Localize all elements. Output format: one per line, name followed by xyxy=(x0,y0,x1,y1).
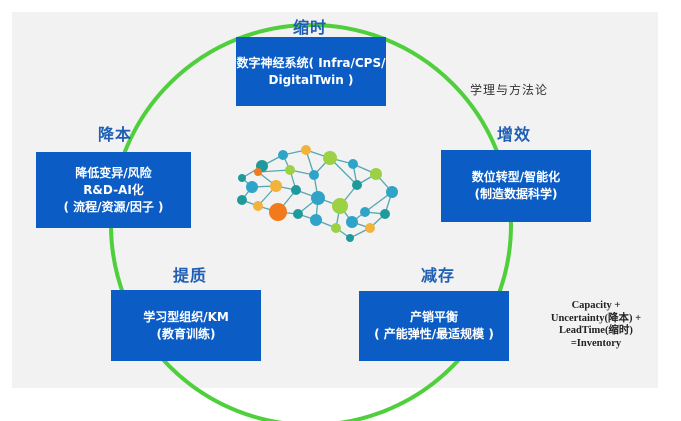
stage-label-left: 降本 xyxy=(98,125,133,144)
brain-network-node xyxy=(346,216,358,228)
brain-network-node xyxy=(237,195,247,205)
brain-network-node xyxy=(246,181,258,193)
box-production-balance: 产销平衡 ( 产能弹性/最适规模 ) xyxy=(359,291,509,361)
stage-label-top: 缩时 xyxy=(293,18,328,37)
brain-network-node xyxy=(291,185,301,195)
formula-line: Capacity + xyxy=(571,300,621,311)
box-reduce-variance: 降低变异/风险 R&D-AI化 ( 流程/资源/因子 ) xyxy=(36,152,191,228)
brain-network-node xyxy=(386,186,398,198)
box-digital-transformation: 数位转型/智能化 (制造数据科学) xyxy=(441,150,591,222)
brain-network-node xyxy=(278,150,288,160)
brain-network-node xyxy=(293,209,303,219)
box-line: ( 流程/资源/因子 ) xyxy=(63,199,164,214)
brain-network-node xyxy=(270,180,282,192)
box-line: ( 产能弹性/最适规模 ) xyxy=(374,327,494,341)
formula-line: Uncertainty(降本) + xyxy=(550,312,642,324)
brain-network-node xyxy=(311,191,325,205)
brain-network-node xyxy=(348,159,358,169)
box-line: 数字神经系统( Infra/CPS/ xyxy=(236,55,386,70)
brain-network-node xyxy=(346,234,354,242)
box-line: (制造数据科学) xyxy=(474,187,558,201)
brain-network-node xyxy=(269,203,287,221)
brain-network-node xyxy=(253,201,263,211)
brain-network-node xyxy=(370,168,382,180)
box-digital-nervous-system: 数字神经系统( Infra/CPS/ DigitalTwin ) xyxy=(236,37,386,106)
box-line: 降低变异/风险 xyxy=(75,165,152,180)
brain-network-node xyxy=(380,209,390,219)
box-line: 数位转型/智能化 xyxy=(471,170,561,184)
box-line: 产销平衡 xyxy=(409,310,458,324)
inventory-formula: Capacity + Uncertainty(降本) + LeadTime(缩时… xyxy=(528,300,664,350)
brain-network-node xyxy=(332,198,348,214)
stage-label-right: 增效 xyxy=(497,125,532,144)
stage-label-bottom-left: 提质 xyxy=(173,266,208,285)
brain-network-node xyxy=(323,151,337,165)
brain-network-node xyxy=(301,145,311,155)
box-line: R&D-AI化 xyxy=(83,182,144,197)
methodology-note: 学理与方法论 xyxy=(470,83,549,97)
brain-network-node xyxy=(309,170,319,180)
box-line: (教育训练) xyxy=(156,326,216,341)
brain-network-node xyxy=(352,180,362,190)
brain-network-node xyxy=(331,223,341,233)
brain-network-node xyxy=(238,174,246,182)
box-learning-organization: 学习型组织/KM (教育训练) xyxy=(111,290,261,361)
formula-line: =Inventory xyxy=(570,337,622,349)
box-line: DigitalTwin ) xyxy=(268,72,354,87)
brain-network-node xyxy=(285,165,295,175)
brain-network-node xyxy=(360,207,370,217)
formula-line: LeadTime(缩时) xyxy=(559,325,633,336)
stage-label-bottom-right: 减存 xyxy=(421,266,456,285)
box-line: 学习型组织/KM xyxy=(143,309,229,324)
brain-network-node xyxy=(365,223,375,233)
brain-network-node xyxy=(254,168,262,176)
brain-network-node xyxy=(310,214,322,226)
